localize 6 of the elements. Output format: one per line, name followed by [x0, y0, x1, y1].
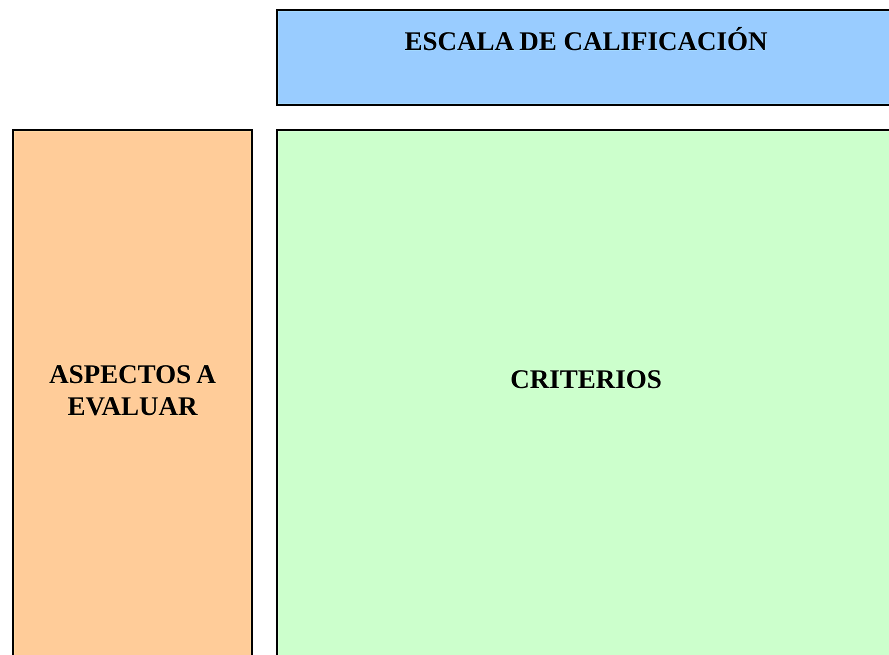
label-box: [276, 129, 889, 655]
label-box: [12, 129, 253, 655]
heading-text: CRITERIOS: [510, 363, 662, 395]
heading-text: ASPECTOS A EVALUAR: [48, 358, 217, 422]
label-box: [276, 9, 889, 106]
heading-text: ESCALA DE CALIFICACIÓN: [404, 25, 768, 57]
